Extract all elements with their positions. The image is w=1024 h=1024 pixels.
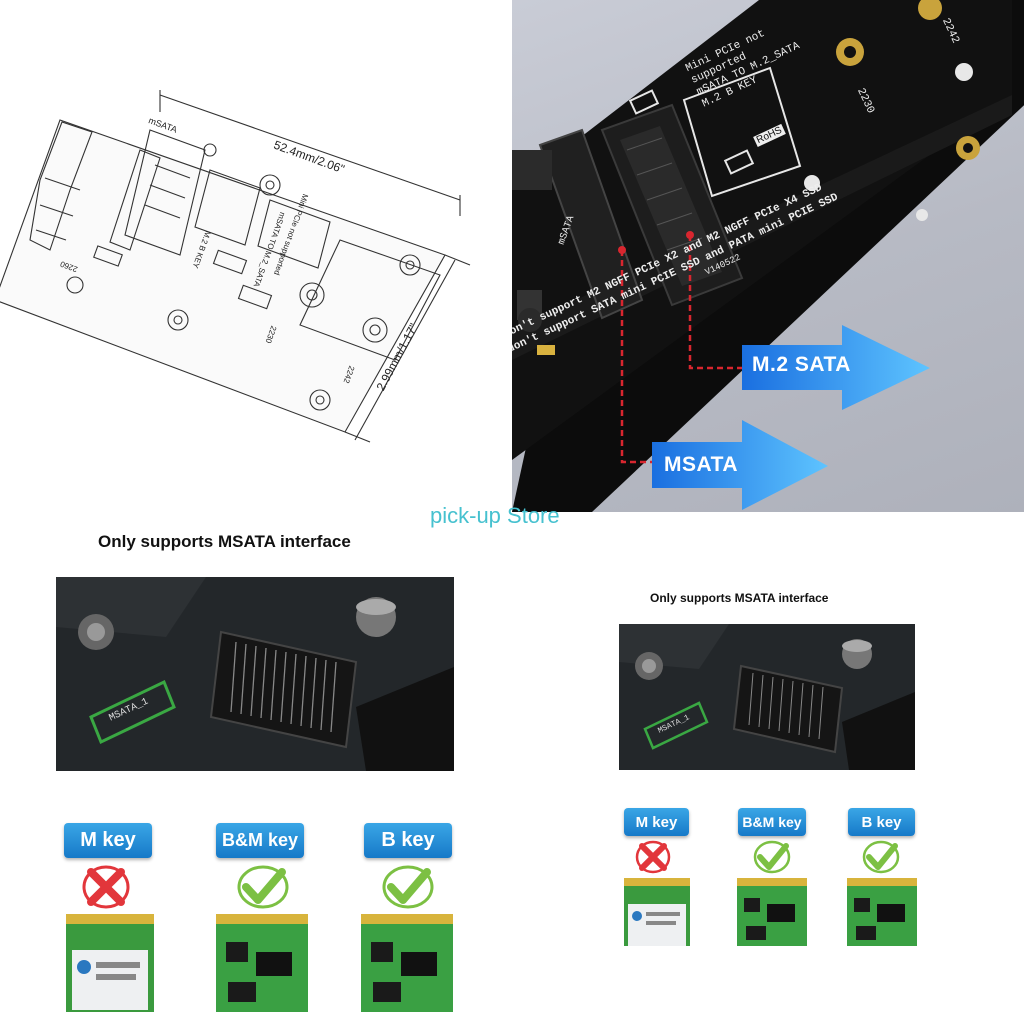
right-cross-icon bbox=[635, 840, 671, 874]
m2-sata-arrow-label: M.2 SATA bbox=[752, 353, 851, 376]
left-motherboard-photo: MSATA_1 bbox=[56, 577, 454, 771]
right-check-icon-2 bbox=[862, 840, 900, 874]
adapter-board-photo bbox=[512, 0, 1024, 512]
left-bm-key-badge: B&M key bbox=[216, 823, 304, 858]
left-check-icon-1 bbox=[237, 865, 289, 909]
left-b-key-badge: B key bbox=[364, 823, 452, 858]
right-key-cards bbox=[624, 840, 917, 946]
right-heading: Only supports MSATA interface bbox=[650, 591, 829, 605]
right-b-key-badge: B key bbox=[848, 808, 915, 836]
store-watermark: pick-up Store bbox=[430, 503, 560, 528]
right-check-icon-1 bbox=[753, 840, 791, 874]
left-cross-icon bbox=[82, 865, 130, 909]
left-check-icon-2 bbox=[382, 865, 434, 909]
msata-arrow-label: MSATA bbox=[664, 453, 739, 476]
right-bm-key-badge: B&M key bbox=[738, 808, 806, 836]
left-key-cards bbox=[66, 865, 453, 1012]
right-slot-illustration bbox=[619, 624, 915, 770]
left-heading: Only supports MSATA interface bbox=[98, 532, 351, 551]
product-photo: Mini PCIe not supported mSATA TO M.2_SAT… bbox=[512, 0, 1024, 512]
left-slot-illustration bbox=[56, 577, 454, 771]
right-m-key-badge: M key bbox=[624, 808, 689, 836]
dimension-drawing: 52.4mm/2.06" 2.99mm/1.17" mSATA Mini PCI… bbox=[0, 0, 512, 512]
left-m-key-badge: M key bbox=[64, 823, 152, 858]
right-motherboard-photo: MSATA_1 bbox=[619, 624, 915, 770]
adapter-line-drawing bbox=[0, 90, 471, 443]
